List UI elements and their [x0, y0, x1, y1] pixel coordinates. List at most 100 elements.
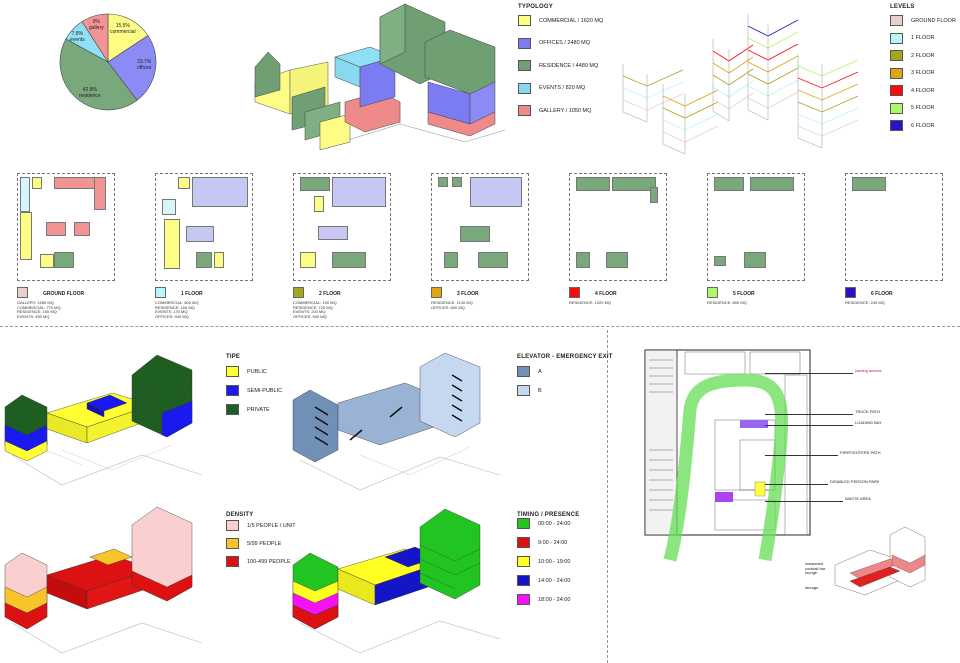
timing-legend-item: 9:00 - 24:00 [517, 537, 567, 548]
pie-label-residence: 42.8%residence [79, 87, 101, 99]
level-line [747, 79, 799, 97]
levels-legend-item: 1 FLOOR [890, 32, 935, 44]
typology-legend-label: EVENTS / 820 MQ [539, 85, 586, 91]
timing-swatch [517, 518, 530, 529]
vertical-divider [607, 330, 608, 663]
elevator-legend-label: B [538, 387, 542, 394]
level-line [747, 55, 799, 73]
floor-plan [293, 173, 391, 281]
level-block-outline [797, 54, 823, 149]
plan-block [314, 196, 324, 212]
plan-block [46, 222, 66, 236]
levels-legend-item: 2 FLOOR [890, 50, 935, 61]
level-line [712, 92, 754, 110]
plan-block [714, 177, 744, 191]
floor-label: 6 FLOOR [871, 291, 893, 297]
timing-legend-item: 14:00 - 24:00 [517, 575, 570, 586]
level-line [747, 31, 799, 49]
typology-legend-label: OFFICES / 2480 MQ [539, 40, 591, 46]
floor-label: 1 FLOOR [181, 291, 203, 297]
levels-legend-item: 4 FLOOR [890, 85, 935, 96]
callout-leader-line [765, 425, 853, 426]
timing-legend-label: 9:00 - 24:00 [538, 539, 568, 546]
levels-swatch [890, 85, 903, 96]
tipe-legend-item: SEMI-PUBLIC [226, 385, 282, 396]
callout-leader-line [765, 455, 838, 456]
floor-swatch [845, 287, 856, 298]
floor-stats: RESIDENCE: 1130 MQ OFFICES: 600 MQ [431, 300, 473, 310]
plan-block [744, 252, 766, 268]
levels-swatch [890, 32, 903, 44]
levels-swatch [890, 120, 903, 131]
floor-label: GROUND FLOOR [43, 291, 85, 297]
plan-block [470, 177, 522, 207]
typology-legend-item: EVENTS / 820 MQ [518, 82, 586, 94]
level-line [662, 89, 719, 107]
timing-legend-item: 10:00 - 19:00 [517, 556, 570, 567]
level-line [747, 19, 799, 37]
tipe-swatch [226, 385, 239, 396]
floor-plan [431, 173, 529, 281]
level-block-outline [747, 14, 769, 121]
levels-legend-label: GROUND FLOOR [911, 17, 956, 24]
tipe-legend-label: PRIVATE [247, 406, 270, 413]
plan-block [606, 252, 628, 268]
density-swatch [226, 520, 239, 531]
site-callout: WASTE AREA [845, 496, 871, 501]
timing-legend-label: 00:00 - 24:00 [538, 520, 571, 527]
plan-block [74, 222, 90, 236]
timing-legend-title: TIMING / PRESENCE [517, 512, 580, 518]
levels-swatch [890, 50, 903, 61]
level-block-outline [622, 64, 648, 123]
floor-label: 2 FLOOR [319, 291, 341, 297]
floor-plan [845, 173, 943, 281]
levels-legend-title: LEVELS [890, 4, 915, 10]
callout-leader-line [765, 373, 853, 374]
density-legend-label: 1/5 PEOPLE / UNIT [247, 522, 296, 529]
tipe-legend-item: PUBLIC [226, 366, 267, 377]
plan-block [54, 252, 74, 268]
pie-label-gallery: 9%gallery [89, 19, 104, 31]
plan-block [164, 219, 180, 269]
timing-legend-label: 10:00 - 19:00 [538, 558, 571, 565]
plan-block [438, 177, 448, 187]
floor-swatch [707, 287, 718, 298]
timing-legend-item: 00:00 - 24:00 [517, 518, 570, 529]
tipe-swatch [226, 404, 239, 415]
typology-legend-item: OFFICES / 2480 MQ [518, 37, 591, 49]
floor-swatch [431, 287, 442, 298]
floor-label: 3 FLOOR [457, 291, 479, 297]
plan-block [332, 252, 366, 268]
floor-label: 4 FLOOR [595, 291, 617, 297]
plan-block [20, 177, 30, 212]
tipe-legend-label: SEMI-PUBLIC [247, 387, 283, 394]
callout-leader-line [765, 484, 828, 485]
typology-legend-item: RESIDENCE / 4480 MQ [518, 60, 598, 71]
timing-axonometric [292, 508, 501, 654]
site-plan [644, 349, 811, 562]
typology-swatch [518, 60, 531, 71]
elevator-legend-item: B [517, 385, 542, 396]
levels-swatch [890, 67, 903, 79]
elevator-axonometric [292, 352, 501, 491]
plan-block [162, 199, 176, 215]
density-legend-item: 1/5 PEOPLE / UNIT [226, 520, 296, 531]
elevator-swatch [517, 385, 530, 396]
pie-slice-offices [107, 35, 157, 101]
typology-axonometric [254, 3, 506, 151]
tipe-swatch [226, 366, 239, 377]
level-line [662, 101, 719, 119]
typology-swatch [518, 82, 531, 94]
pie-label-offices: 23.7%offices [137, 59, 152, 71]
levels-legend-label: 1 FLOOR [911, 35, 935, 41]
level-block-outline [662, 84, 686, 155]
density-axonometric [4, 506, 203, 654]
plan-block [444, 252, 458, 268]
levels-legend-label: 2 FLOOR [911, 52, 935, 59]
tipe-legend-item: PRIVATE [226, 404, 270, 415]
density-swatch [226, 538, 239, 549]
plan-block [576, 177, 610, 191]
timing-legend-label: 18:00 - 24:00 [538, 596, 571, 603]
tipe-legend-label: PUBLIC [247, 368, 267, 375]
density-legend-item: 100-499 PEOPLE [226, 556, 291, 567]
